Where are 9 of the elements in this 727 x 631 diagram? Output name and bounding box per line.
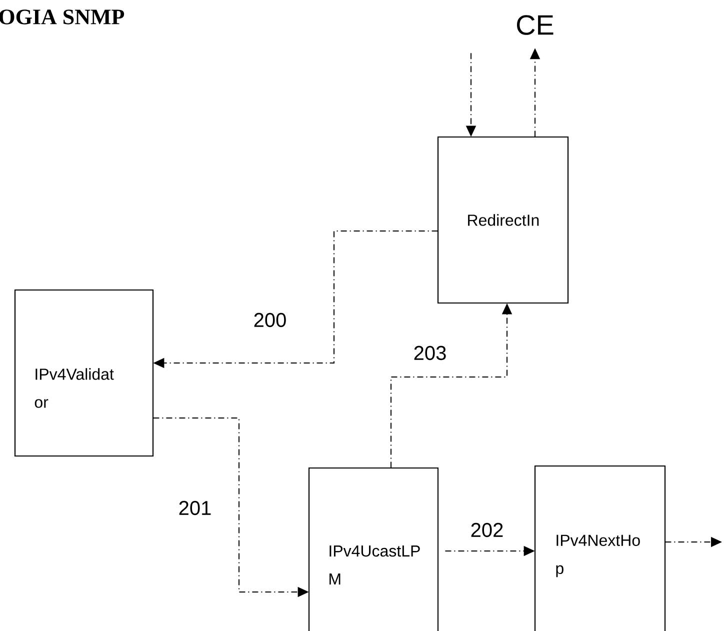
edge-label: 201 [177,500,213,516]
edge-label: 202 [469,522,505,538]
process-box: IPv4NextHo p [534,465,666,631]
edge-label: 203 [412,344,448,362]
node-text: CE [517,15,554,35]
edge-label: 200 [252,312,288,328]
process-box: IPv4UcastLP M [308,467,439,631]
process-box: RedirectIn [437,136,569,304]
process-box: IPv4Validat or [14,289,154,457]
